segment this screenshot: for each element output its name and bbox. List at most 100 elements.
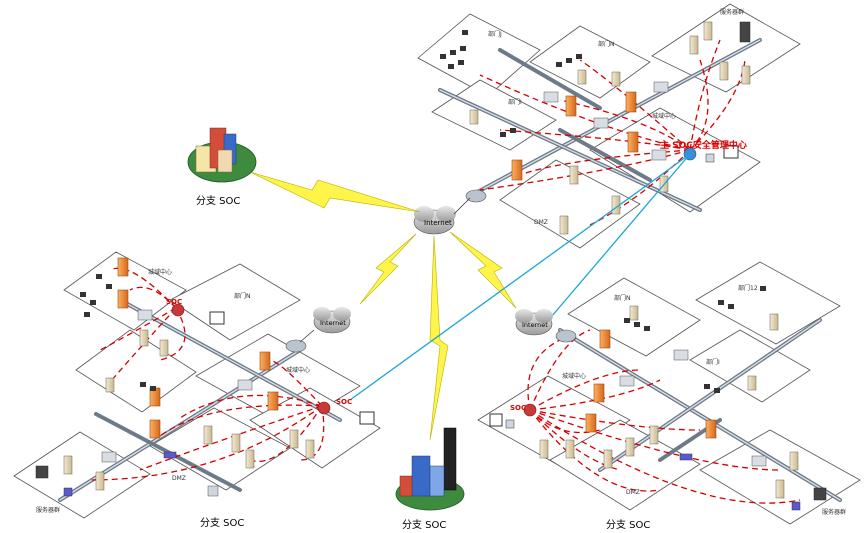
storage-icon: [791, 501, 801, 511]
server-icon: [305, 439, 315, 459]
server-rack-icon: [35, 465, 49, 479]
right-core-label: 城域中心: [562, 372, 586, 380]
switch-icon: [101, 451, 117, 463]
left-server-farm-label: 服务器群: [36, 506, 60, 514]
right-soc-label: SOC: [510, 404, 526, 412]
left-campus: SOC SOC 部门N 城域中心 城域中心 DMZ 服务器群 Internet …: [13, 251, 381, 529]
server-icon: [741, 65, 751, 85]
left-lower-soc-label: SOC: [336, 398, 352, 406]
building-icon: [411, 455, 431, 497]
building-icon: [443, 427, 457, 491]
server-icon: [569, 165, 579, 185]
server-icon: [629, 305, 639, 321]
switch-icon: [653, 81, 669, 93]
pc-icon: [450, 50, 456, 55]
pc-icon: [207, 485, 219, 497]
switch-icon: [673, 349, 689, 361]
server-rack-icon: [813, 487, 827, 501]
left-servers: [35, 329, 315, 497]
left-upper-soc-label: SOC: [166, 298, 182, 306]
server-icon: [789, 451, 799, 471]
firewall-icon: [259, 351, 271, 371]
right-branch-soc-label: 分支 SOC: [606, 519, 650, 531]
left-core-label-2: 城域中心: [286, 366, 310, 374]
server-icon: [625, 437, 635, 457]
pc-icon: [624, 318, 630, 323]
server-icon: [203, 425, 213, 445]
main-red-links: [479, 39, 746, 226]
pc-icon: [500, 132, 506, 137]
wan-secure-link: [349, 153, 691, 401]
branch-soc-bottom-center: 分支 SOC: [395, 427, 465, 531]
left-routers: [101, 309, 307, 463]
main-routers: [465, 81, 669, 203]
internet-uplink: [453, 197, 471, 215]
server-icon: [159, 339, 169, 357]
pc-icon: [84, 312, 90, 317]
storage-icon: [163, 451, 177, 459]
right-campus: Internet SOC 部门N 部门12 部门I 城域中心 DMZ 服务器群 …: [477, 261, 861, 531]
main-firewalls: [511, 91, 639, 181]
firewall-icon: [117, 289, 129, 309]
server-icon: [719, 61, 729, 81]
right-dept-12-label: 部门12: [738, 284, 758, 292]
pc-icon: [458, 60, 464, 65]
pc-icon: [90, 300, 96, 305]
server-icon: [245, 449, 255, 469]
pc-icon: [760, 286, 766, 291]
firewall-icon: [267, 391, 279, 411]
server-icon: [63, 455, 73, 475]
right-soc-console: [489, 403, 537, 429]
pc-icon: [576, 54, 582, 59]
server-icon: [565, 439, 575, 459]
zone-left-dept: [75, 329, 197, 413]
firewall-icon: [627, 131, 639, 153]
main-campus: 部门J 部门N 服务器群 部门I 城域中心 DMZ 主 SOC安全管理中心: [417, 3, 801, 249]
pc-icon: [80, 292, 86, 297]
switch-icon: [237, 379, 253, 391]
pc-icon: [644, 326, 650, 331]
monitor-icon: [489, 413, 503, 427]
dmz-label: DMZ: [534, 219, 548, 226]
server-icon: [231, 433, 241, 453]
pc-icon: [505, 419, 515, 429]
wan-link-bolt: [449, 231, 517, 309]
server-icon: [769, 313, 779, 331]
right-dept-i-label: 部门I: [706, 358, 720, 366]
server-icon: [289, 429, 299, 449]
monitor-icon: [359, 411, 375, 425]
server-icon: [539, 439, 549, 459]
right-firewalls: [585, 329, 717, 439]
wan-link-bolt: [429, 235, 449, 441]
pc-icon: [106, 284, 112, 289]
left-workstations: [80, 274, 156, 391]
wan-secure-link: [539, 153, 691, 331]
left-dmz-label: DMZ: [172, 475, 186, 482]
switch-icon: [751, 455, 767, 467]
main-workstations: [440, 30, 582, 137]
firewall-icon: [565, 95, 577, 117]
pc-icon: [140, 382, 146, 387]
zone-dmz-main: [499, 159, 641, 249]
left-internet-cloud: Internet: [313, 307, 351, 334]
left-dept-n-label: 部门N: [234, 292, 251, 300]
storage-icon: [63, 487, 73, 497]
zone-right-dmz: [549, 419, 701, 511]
firewall-icon: [599, 329, 611, 349]
zone-dept-n: [529, 25, 651, 99]
switch-icon: [651, 149, 667, 161]
pc-icon: [718, 300, 724, 305]
building-icon: [217, 149, 233, 173]
pc-icon: [440, 54, 446, 59]
right-routers: [555, 329, 767, 467]
wan-link-bolt: [359, 233, 417, 305]
building-icon: [399, 475, 413, 497]
switch-icon: [619, 375, 635, 387]
branch-soc-top-left: 分支 SOC: [187, 127, 257, 207]
server-icon: [139, 329, 149, 347]
pc-icon: [705, 153, 715, 163]
server-icon: [559, 215, 569, 235]
pc-icon: [556, 62, 562, 67]
zone-server-farm-main: [651, 3, 801, 93]
